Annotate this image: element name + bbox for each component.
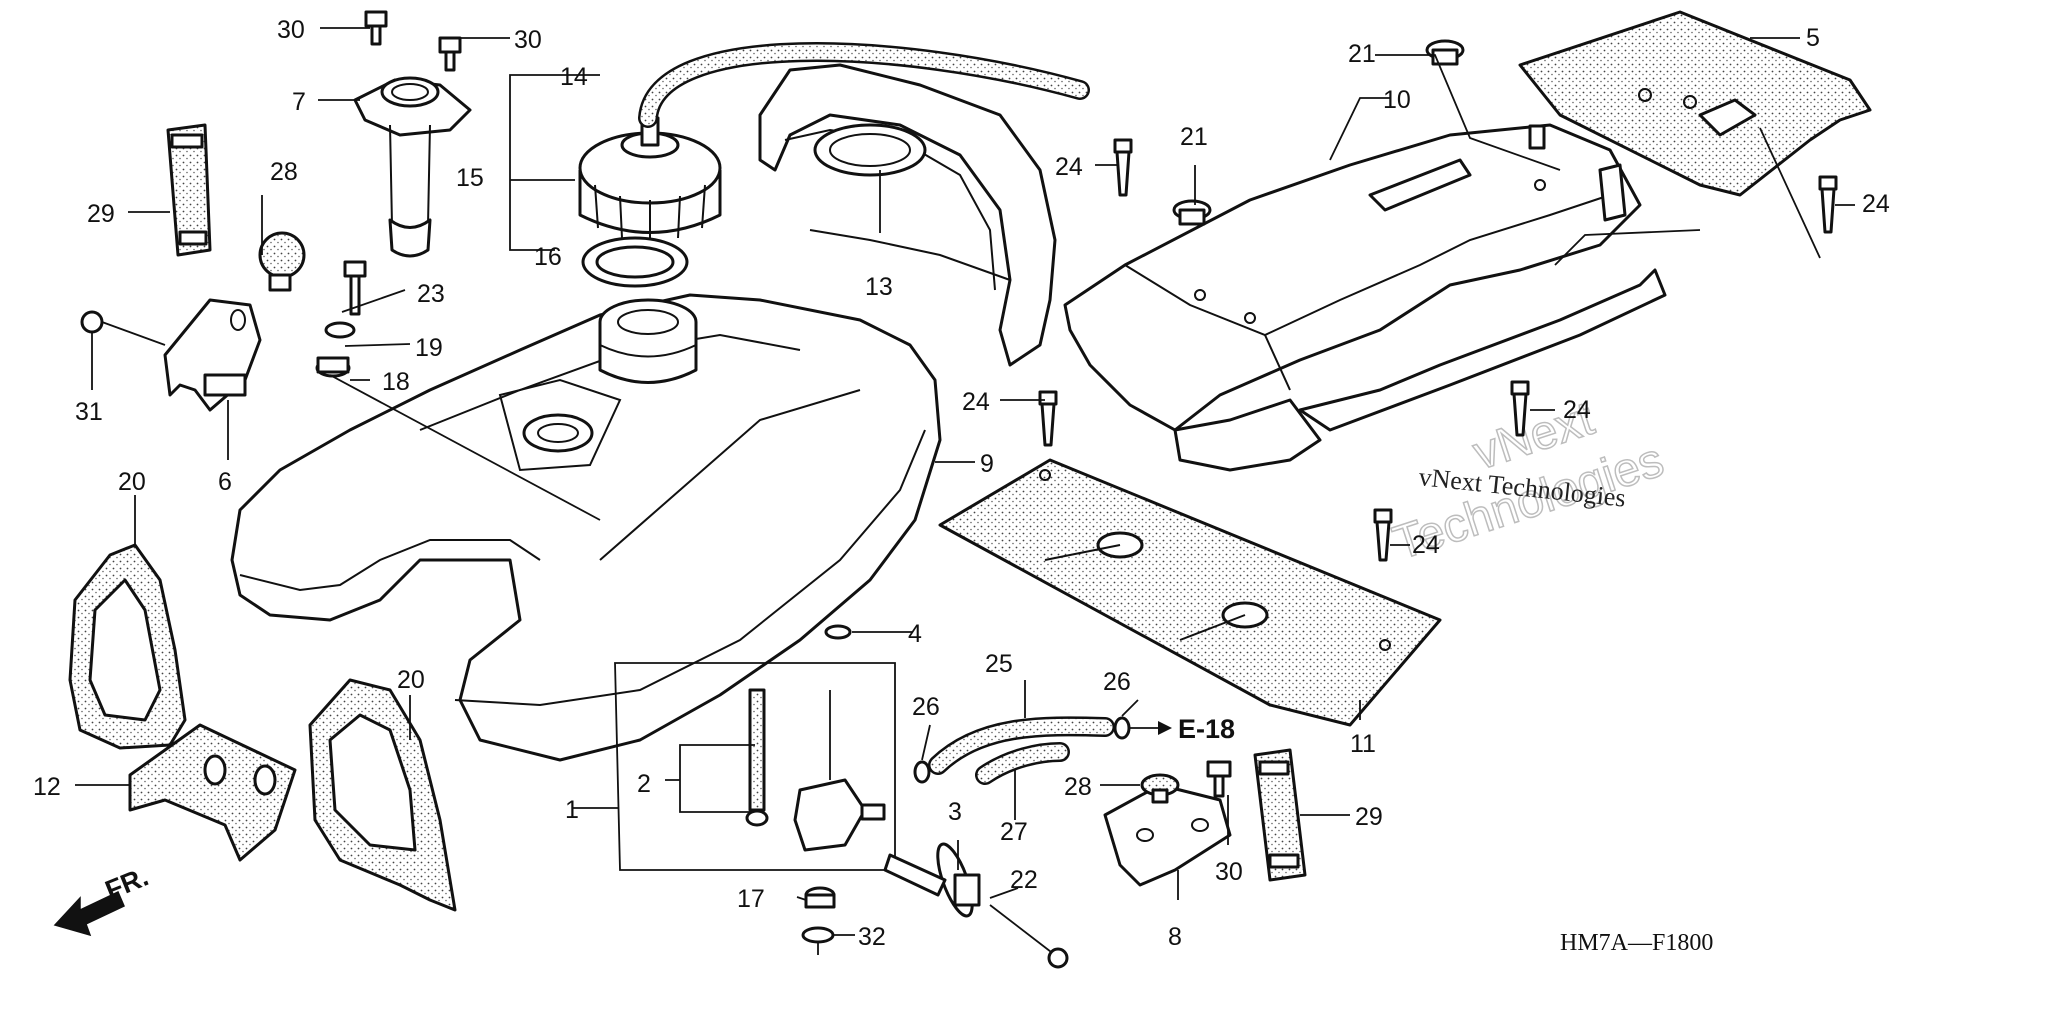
- callout-3: 3: [948, 798, 962, 826]
- part-fuel-unit: [353, 76, 472, 258]
- part-nut-17: [804, 886, 836, 909]
- reference-e18: E-18: [1130, 714, 1235, 744]
- part-bolt-32: [801, 926, 835, 955]
- part-washer-4: [824, 624, 852, 640]
- callout-17: 17: [737, 885, 765, 913]
- callout-30-bottom: 30: [1215, 858, 1243, 886]
- reference-e18-label: E-18: [1178, 714, 1235, 744]
- callout-18: 18: [382, 368, 410, 396]
- part-washer-19: [324, 321, 356, 339]
- part-clip-24-d: [1510, 380, 1530, 437]
- callout-26-left: 26: [912, 693, 940, 721]
- part-bolt-31: [80, 310, 166, 346]
- callout-11: 11: [1350, 730, 1376, 758]
- part-bolt-23: [343, 260, 367, 316]
- callout-1: 1: [565, 796, 579, 824]
- part-cushion-right: [308, 678, 457, 912]
- part-cap-gasket: [581, 236, 689, 288]
- callout-13: 13: [865, 273, 893, 301]
- callout-10: 10: [1383, 86, 1411, 114]
- callout-21-lower: 21: [1180, 123, 1208, 151]
- part-bolt-30-top-right: [438, 36, 462, 72]
- callouts: 1 2 3 4 5 6 7 8 9 10 11 12 13 14 15 16 1…: [33, 16, 1890, 951]
- part-clip-24-a: [1113, 138, 1133, 197]
- part-fuel-hose-25: [928, 716, 1115, 775]
- callout-29-right: 29: [1355, 803, 1383, 831]
- callout-30-top-right: 30: [514, 26, 542, 54]
- callout-20-left: 20: [118, 468, 146, 496]
- part-clip-26-left: [913, 760, 931, 784]
- callout-12: 12: [33, 773, 61, 801]
- part-valve-knob: [883, 842, 981, 918]
- callout-15: 15: [456, 164, 484, 192]
- callout-2: 2: [637, 770, 651, 798]
- part-clip-26-right: [1113, 716, 1131, 740]
- part-breather-hose: [638, 42, 1090, 128]
- part-cushion-left: [68, 543, 187, 750]
- callout-24-a: 24: [1055, 153, 1083, 181]
- part-bracket-side: [163, 298, 262, 412]
- callout-32: 32: [858, 923, 886, 951]
- part-fuel-cap: [578, 116, 722, 242]
- callout-5: 5: [1806, 24, 1820, 52]
- callout-28-right: 28: [1064, 773, 1092, 801]
- callout-22: 22: [1010, 866, 1038, 894]
- part-grommet-21-upper: [1425, 39, 1465, 66]
- part-grommet-21-lower: [1172, 199, 1212, 226]
- callout-14: 14: [560, 63, 588, 91]
- callout-24-e: 24: [1412, 531, 1440, 559]
- callout-27: 27: [1000, 818, 1028, 846]
- callout-26-right: 26: [1103, 668, 1131, 696]
- part-grommet-18: [315, 356, 351, 378]
- callout-20-right: 20: [397, 666, 425, 694]
- callout-7: 7: [292, 88, 306, 116]
- callout-6: 6: [218, 468, 232, 496]
- callout-25: 25: [985, 650, 1013, 678]
- figure-code: HM7A—F1800: [1560, 930, 1713, 956]
- callout-24-d: 24: [1563, 396, 1591, 424]
- front-arrow: FR.: [53, 861, 153, 937]
- part-fuel-tank: [230, 293, 942, 762]
- callout-28-left: 28: [270, 158, 298, 186]
- part-clip-24-b: [1818, 175, 1838, 234]
- callout-24-c: 24: [962, 388, 990, 416]
- part-bolt-30-top-left: [364, 10, 388, 46]
- part-bracket-front: [128, 723, 297, 862]
- front-arrow-label: FR.: [101, 861, 153, 905]
- part-tank-cover: [1063, 123, 1667, 472]
- part-fuel-hose-27: [975, 742, 1070, 785]
- callout-8: 8: [1168, 923, 1182, 951]
- callout-24-b: 24: [1862, 190, 1890, 218]
- callout-30-top-left: 30: [277, 16, 305, 44]
- callout-21-upper: 21: [1348, 40, 1376, 68]
- callout-31: 31: [75, 398, 103, 426]
- part-tank-frame: [758, 63, 1057, 367]
- part-strap-left: [166, 123, 212, 257]
- part-knob-right: [1140, 773, 1180, 804]
- part-pad-upper: [1518, 10, 1872, 197]
- callout-16: 16: [534, 243, 562, 271]
- callout-23: 23: [417, 280, 445, 308]
- part-clip-24-c: [1038, 390, 1058, 447]
- callout-29-left: 29: [87, 200, 115, 228]
- part-bolt-30-bottom: [1206, 760, 1232, 798]
- part-strap-right: [1253, 748, 1307, 882]
- part-clip-24-e: [1373, 508, 1393, 562]
- leader-lines: [75, 27, 1855, 936]
- callout-9: 9: [980, 450, 994, 478]
- callout-4: 4: [908, 620, 922, 648]
- callout-19: 19: [415, 334, 443, 362]
- part-pad-lower: [938, 458, 1442, 727]
- part-bolt-22: [989, 904, 1069, 969]
- part-float-left: [258, 231, 306, 292]
